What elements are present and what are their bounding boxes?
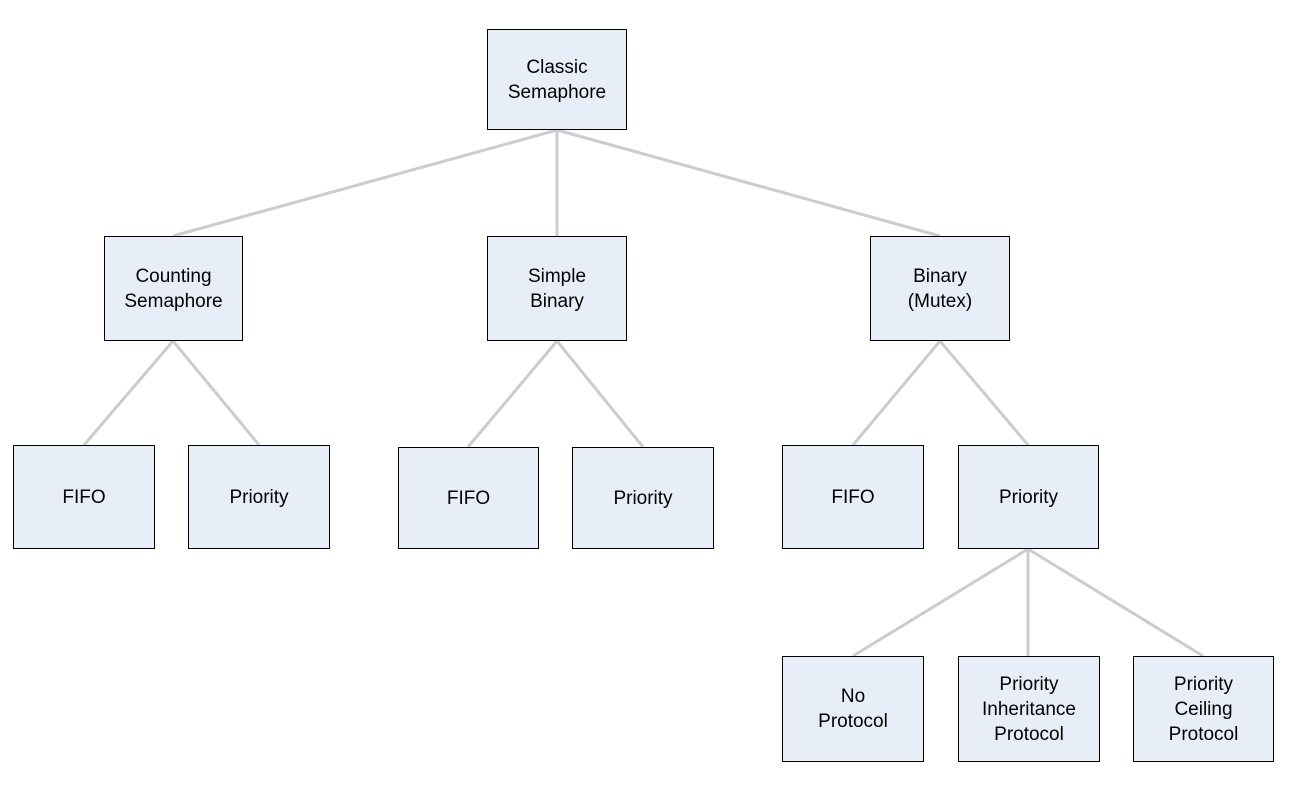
tree-node-counting-fifo[interactable]: FIFO xyxy=(13,445,155,549)
tree-node-mutex-fifo[interactable]: FIFO xyxy=(782,445,924,549)
tree-edge xyxy=(938,340,1030,446)
tree-edge xyxy=(82,340,175,446)
tree-node-classic-semaphore[interactable]: Classic Semaphore xyxy=(487,29,627,130)
tree-node-priority-ceiling-protocol[interactable]: Priority Ceiling Protocol xyxy=(1133,656,1274,762)
tree-node-label: Priority xyxy=(613,487,673,509)
tree-edge xyxy=(851,340,942,446)
tree-node-label: Simple Binary xyxy=(527,265,587,312)
tree-node-mutex-priority[interactable]: Priority xyxy=(958,445,1099,549)
tree-node-label: Priority Inheritance Protocol xyxy=(981,673,1076,745)
tree-edge xyxy=(466,340,559,448)
tree-edge xyxy=(852,547,1029,658)
tree-edge xyxy=(171,340,261,446)
tree-node-label: FIFO xyxy=(446,487,491,509)
tree-node-label: Priority xyxy=(998,486,1059,508)
tree-edge xyxy=(1027,547,1204,658)
tree-node-label: Counting Semaphore xyxy=(124,265,223,312)
tree-node-no-protocol[interactable]: No Protocol xyxy=(782,656,924,762)
tree-edge xyxy=(172,128,558,238)
tree-node-label: No Protocol xyxy=(818,686,888,732)
tree-node-label: Binary (Mutex) xyxy=(907,265,973,312)
tree-node-label: Classic Semaphore xyxy=(507,56,607,103)
tree-node-counting-priority[interactable]: Priority xyxy=(188,445,330,549)
tree-node-binary-mutex[interactable]: Binary (Mutex) xyxy=(870,236,1010,341)
tree-edge xyxy=(556,128,941,238)
tree-node-priority-inheritance-protocol[interactable]: Priority Inheritance Protocol xyxy=(958,656,1100,762)
tree-node-simple-fifo[interactable]: FIFO xyxy=(398,447,539,549)
tree-node-label: FIFO xyxy=(831,486,875,508)
tree-node-label: FIFO xyxy=(62,486,106,508)
tree-node-simple-binary[interactable]: Simple Binary xyxy=(487,236,627,341)
tree-node-simple-priority[interactable]: Priority xyxy=(572,447,714,549)
tree-node-label: Priority xyxy=(229,486,289,508)
tree-node-label: Priority Ceiling Protocol xyxy=(1168,673,1239,745)
tree-edge xyxy=(555,340,645,448)
tree-node-counting-semaphore[interactable]: Counting Semaphore xyxy=(104,236,243,341)
